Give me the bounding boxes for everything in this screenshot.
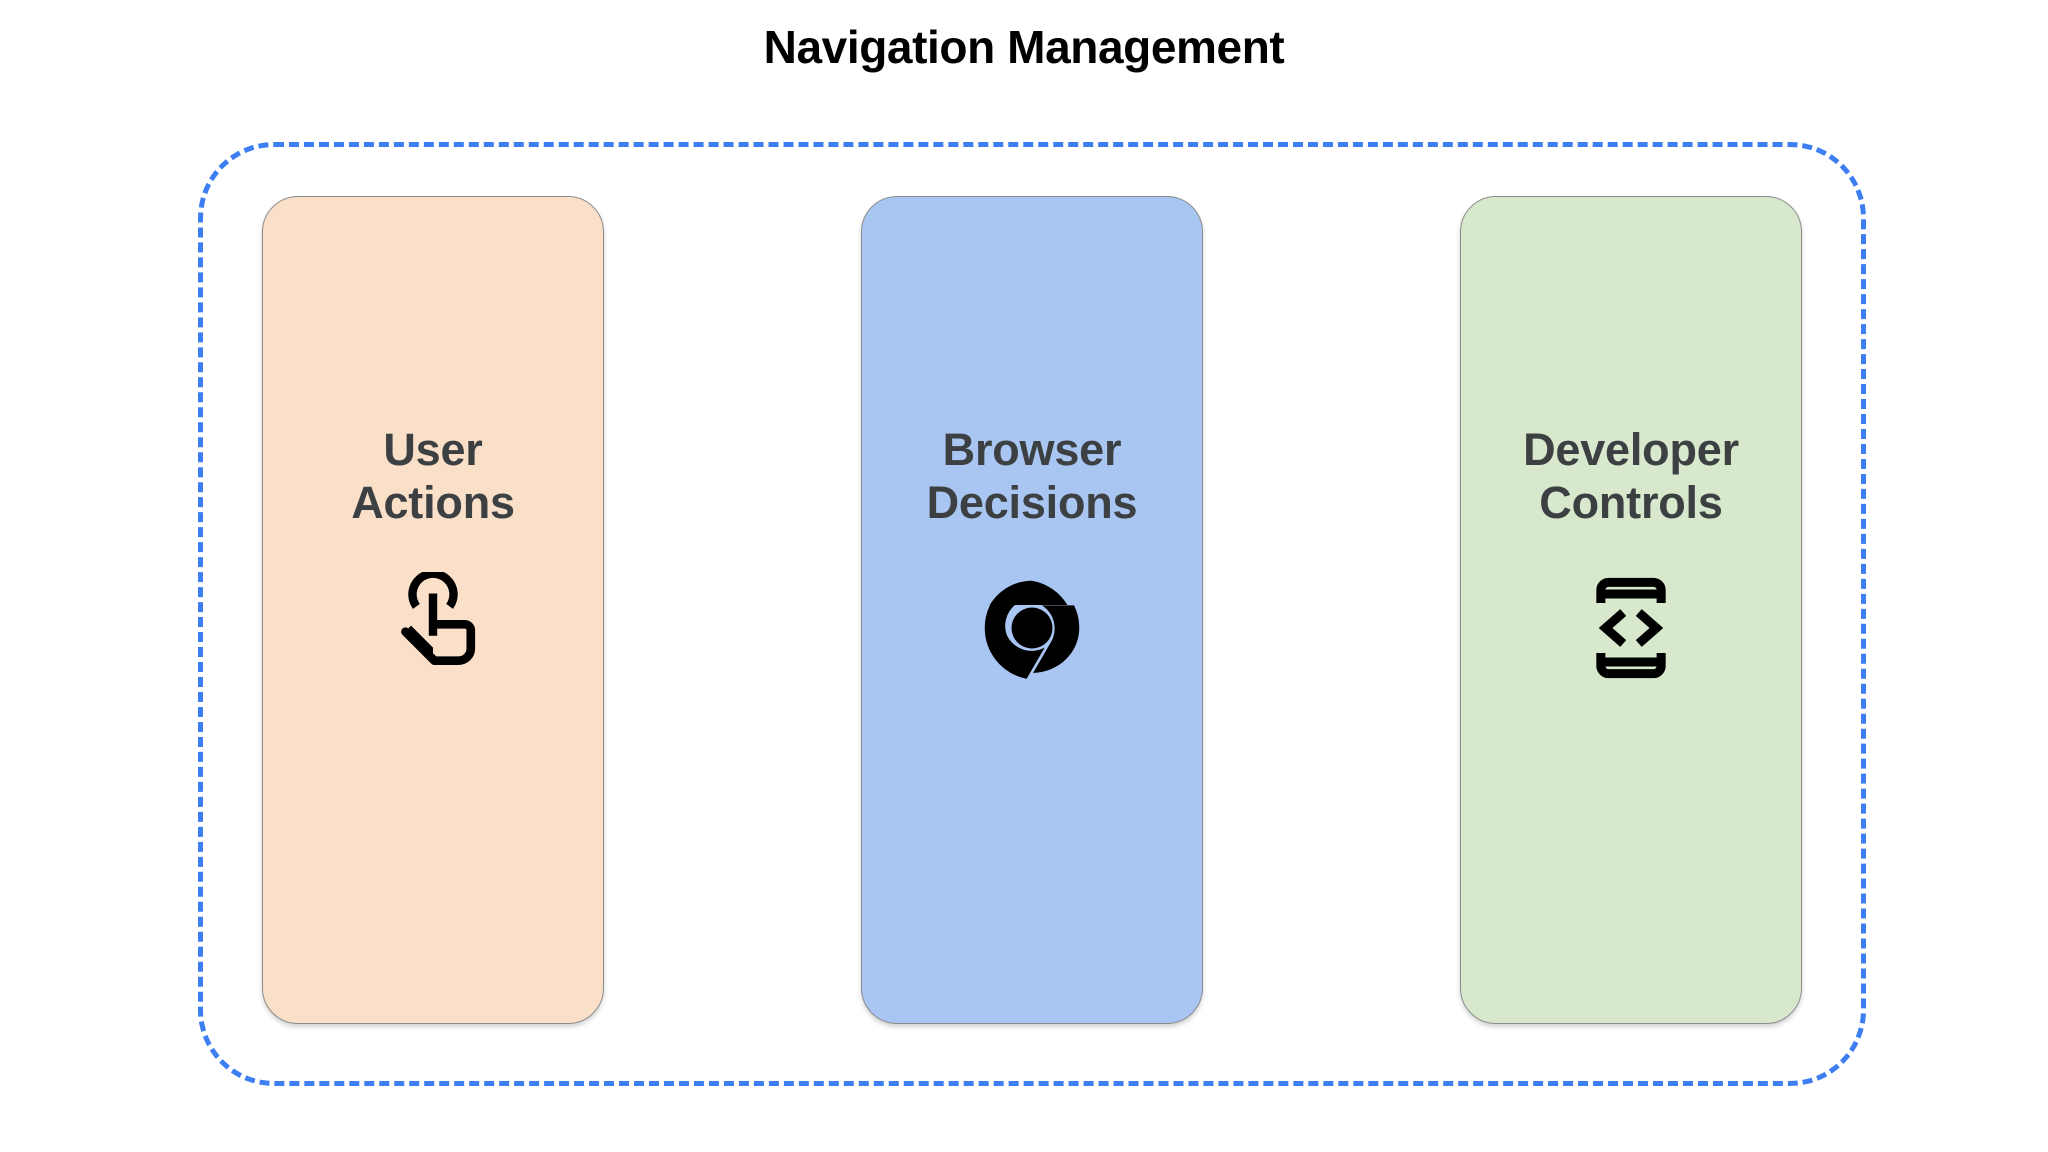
card-browser-decisions-label: Browser Decisions xyxy=(926,424,1138,529)
card-row: User Actions Browser Decisions xyxy=(198,196,1866,1024)
chrome-logo-icon xyxy=(973,569,1091,687)
touch-app-icon xyxy=(374,569,492,687)
page-title: Navigation Management xyxy=(763,21,1285,73)
card-user-actions-label: User Actions xyxy=(351,424,515,529)
card-user-actions[interactable]: User Actions xyxy=(262,196,604,1024)
navigation-management-group xyxy=(198,142,1866,1086)
card-developer-controls-label: Developer Controls xyxy=(1523,424,1739,529)
developer-mode-icon xyxy=(1572,569,1690,687)
card-browser-decisions[interactable]: Browser Decisions xyxy=(861,196,1203,1024)
card-developer-controls[interactable]: Developer Controls xyxy=(1460,196,1802,1024)
